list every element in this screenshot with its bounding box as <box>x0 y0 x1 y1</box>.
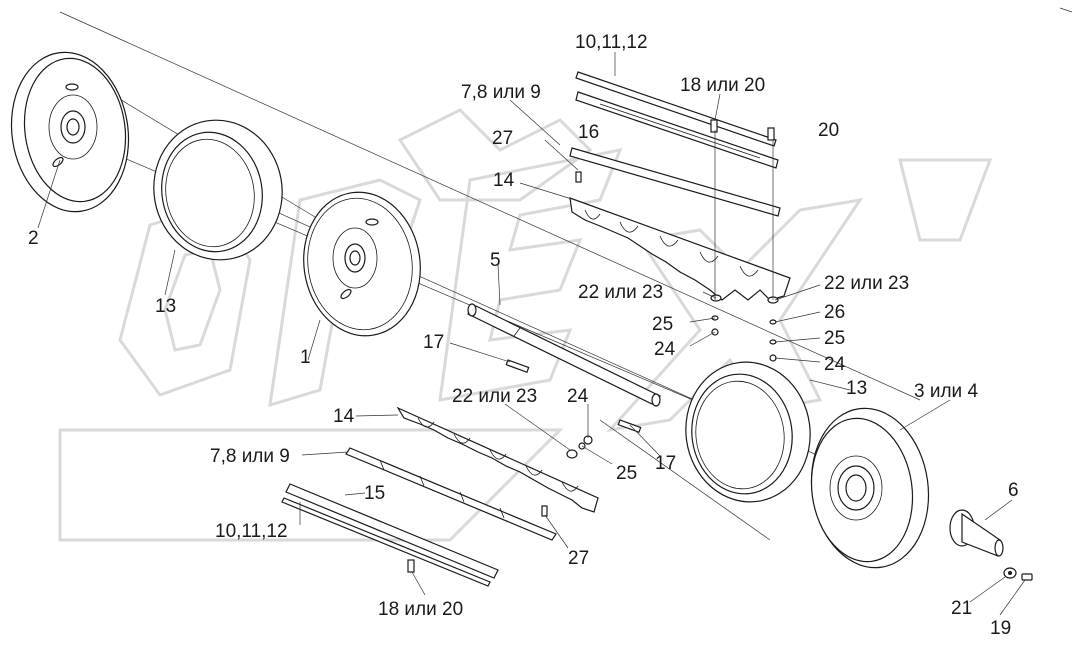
knife-7-8-9-top <box>569 147 781 217</box>
label-13-left: 13 <box>155 296 176 317</box>
label-2: 2 <box>28 228 39 249</box>
pin-17 <box>505 359 642 433</box>
label-24-right: 24 <box>824 354 846 375</box>
label-26: 26 <box>824 302 845 323</box>
label-24-mid: 24 <box>654 339 676 360</box>
bar-10-11-12-top <box>575 71 777 147</box>
label-25-right: 25 <box>824 328 845 349</box>
label-14-low: 14 <box>333 406 355 427</box>
bar-15 <box>285 483 499 579</box>
bolt-19 <box>1021 573 1033 581</box>
label-5: 5 <box>490 250 501 271</box>
end-disc-2 <box>10 51 130 213</box>
label-7-8-9-top: 7,8 или 9 <box>461 82 541 103</box>
label-13-right: 13 <box>846 378 867 399</box>
toothed-plate-14-low <box>396 406 599 513</box>
stub-axle-6 <box>949 509 1004 557</box>
label-3-4: 3 или 4 <box>914 381 978 402</box>
label-22-23-low: 22 или 23 <box>452 386 537 407</box>
label-19: 19 <box>990 618 1011 639</box>
label-18-20-low: 18 или 20 <box>378 599 463 620</box>
label-1: 1 <box>300 347 311 368</box>
label-10-11-12-low: 10,11,12 <box>215 521 288 542</box>
bar-10-11-12-low <box>281 497 491 587</box>
ring-13-left <box>153 119 283 261</box>
label-25-mid: 25 <box>652 314 673 335</box>
bar-16 <box>575 91 779 169</box>
leader-lines <box>37 52 1026 616</box>
label-10-11-12-top: 10,11,12 <box>575 32 648 53</box>
label-25-low: 25 <box>616 463 637 484</box>
label-17-left: 17 <box>423 332 444 353</box>
label-17-low: 17 <box>655 453 676 474</box>
label-22-23-mid: 22 или 23 <box>578 282 663 303</box>
label-6: 6 <box>1008 480 1019 501</box>
label-22-23-right: 22 или 23 <box>824 273 909 294</box>
ring-13-right <box>685 361 811 503</box>
end-disc-3-4 <box>810 407 930 569</box>
label-18-20-top: 18 или 20 <box>680 75 765 96</box>
label-27-top: 27 <box>492 128 513 149</box>
washer-21 <box>1003 567 1017 579</box>
disc-1 <box>303 191 421 337</box>
label-15: 15 <box>364 483 385 504</box>
shaft-5 <box>466 303 662 407</box>
label-21: 21 <box>951 598 972 619</box>
label-7-8-9-low: 7,8 или 9 <box>210 446 290 467</box>
callout-labels: 10,11,12 18 или 20 7,8 или 9 16 20 27 14… <box>28 32 1019 639</box>
label-27-low: 27 <box>568 548 589 569</box>
label-20: 20 <box>818 120 839 141</box>
label-14-top: 14 <box>493 170 515 191</box>
label-16: 16 <box>578 122 599 143</box>
label-24-low: 24 <box>567 386 589 407</box>
